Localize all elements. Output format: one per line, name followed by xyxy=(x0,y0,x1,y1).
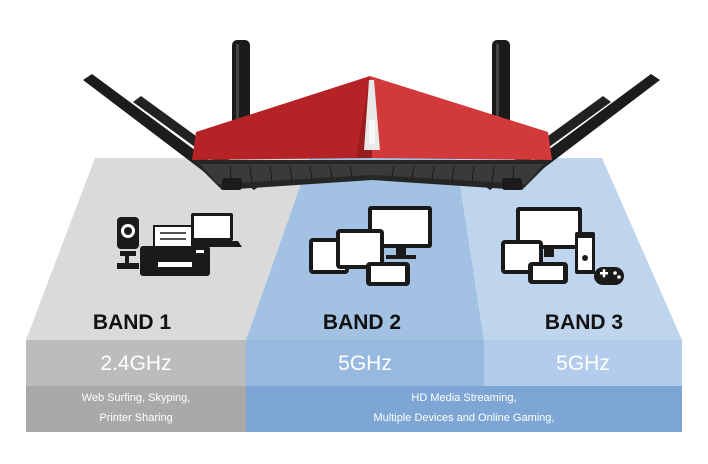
band-1-description: Web Surfing, Skyping, Printer Sharing xyxy=(26,388,246,428)
tablet-icon xyxy=(336,229,384,269)
smartphone-icon xyxy=(528,262,568,284)
band-1-frequency-strip xyxy=(26,340,246,386)
printer-icon xyxy=(140,225,210,276)
band-3-frequency-strip xyxy=(484,340,682,386)
band-2-3-description: HD Media Streaming, Multiple Devices and… xyxy=(246,388,682,428)
router-body-left xyxy=(192,76,372,160)
band-2-device-icons xyxy=(309,206,432,286)
band-1-description-strip xyxy=(26,386,246,432)
band-2-title: BAND 2 xyxy=(322,311,402,334)
tablet-icon xyxy=(501,240,543,274)
band-3-frequency: 5GHz xyxy=(556,352,610,375)
gamepad-icon xyxy=(594,267,624,285)
band-1-title: BAND 1 xyxy=(92,311,172,334)
band-1-description-line-1: Web Surfing, Skyping, xyxy=(81,392,191,404)
band-1-frequency: 2.4GHz xyxy=(100,352,172,375)
band-1-description-line-2: Printer Sharing xyxy=(99,412,173,424)
center-light-strip xyxy=(364,80,380,150)
rear-left-antenna xyxy=(232,40,250,128)
band-1-device-icons xyxy=(117,213,242,276)
laptop-icon xyxy=(182,213,242,247)
band-2-frequency-strip xyxy=(246,340,484,386)
band-2-3-description-strip xyxy=(246,386,682,432)
smartphone-icon xyxy=(366,262,410,286)
monitor-icon xyxy=(516,207,582,257)
band-3-title: BAND 3 xyxy=(544,311,624,334)
shared-description-line-2: Multiple Devices and Online Gaming, xyxy=(373,412,555,424)
game-console-icon xyxy=(575,232,595,274)
band-2-frequency: 5GHz xyxy=(338,352,392,375)
rear-right-antenna xyxy=(492,40,510,128)
router-image xyxy=(83,40,660,190)
router-body-right xyxy=(370,76,552,160)
shared-description-line-1: HD Media Streaming, xyxy=(411,392,517,404)
band-3-device-icons xyxy=(501,207,624,285)
webcam-icon xyxy=(117,217,139,269)
